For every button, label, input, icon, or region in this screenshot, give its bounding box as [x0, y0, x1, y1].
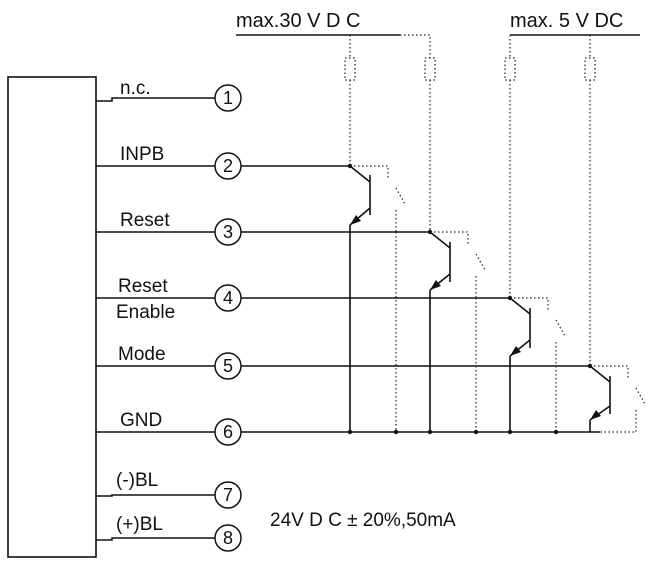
pin-label-4b: Enable: [116, 302, 175, 323]
pin-label-7: (-)BL: [116, 470, 158, 491]
pin-6: 6: [214, 418, 242, 446]
transistor-3: [509, 297, 566, 366]
svg-text:7: 7: [223, 485, 233, 505]
pin-1: 1: [214, 84, 242, 112]
pin-label-1: n.c.: [120, 78, 151, 99]
pin-label-8: (+)BL: [116, 514, 163, 535]
svg-text:2: 2: [223, 156, 233, 176]
power-spec: 24V D C ± 20%,50mA: [270, 510, 456, 531]
pin-label-6: GND: [120, 410, 162, 431]
pin-label-5: Mode: [118, 344, 166, 365]
supply-label-30v: max.30 V D C: [236, 10, 360, 32]
pin-7: 7: [214, 481, 242, 509]
pin-3: 3: [214, 218, 242, 246]
pin-5: 5: [214, 352, 242, 380]
supply-label-5v: max. 5 V DC: [510, 10, 623, 32]
svg-text:8: 8: [223, 528, 233, 548]
pin-4: 4: [214, 284, 242, 312]
ground-collectors: [347, 163, 593, 435]
supply-drops: [344, 34, 596, 366]
device-box: [7, 76, 97, 558]
svg-text:6: 6: [223, 422, 233, 442]
pin-8: 8: [214, 524, 242, 552]
svg-text:1: 1: [223, 88, 233, 108]
transistor-2: [429, 231, 486, 298]
pin-2: 2: [214, 152, 242, 180]
pin-label-2: INPB: [120, 144, 164, 165]
pin-label-4: Reset: [118, 276, 168, 297]
transistor-4: [589, 365, 646, 433]
transistor-1: [349, 165, 406, 232]
pin-wires: [96, 97, 600, 541]
svg-text:3: 3: [223, 222, 233, 242]
svg-text:4: 4: [223, 288, 233, 308]
pin-label-3: Reset: [120, 210, 170, 231]
svg-text:5: 5: [223, 356, 233, 376]
